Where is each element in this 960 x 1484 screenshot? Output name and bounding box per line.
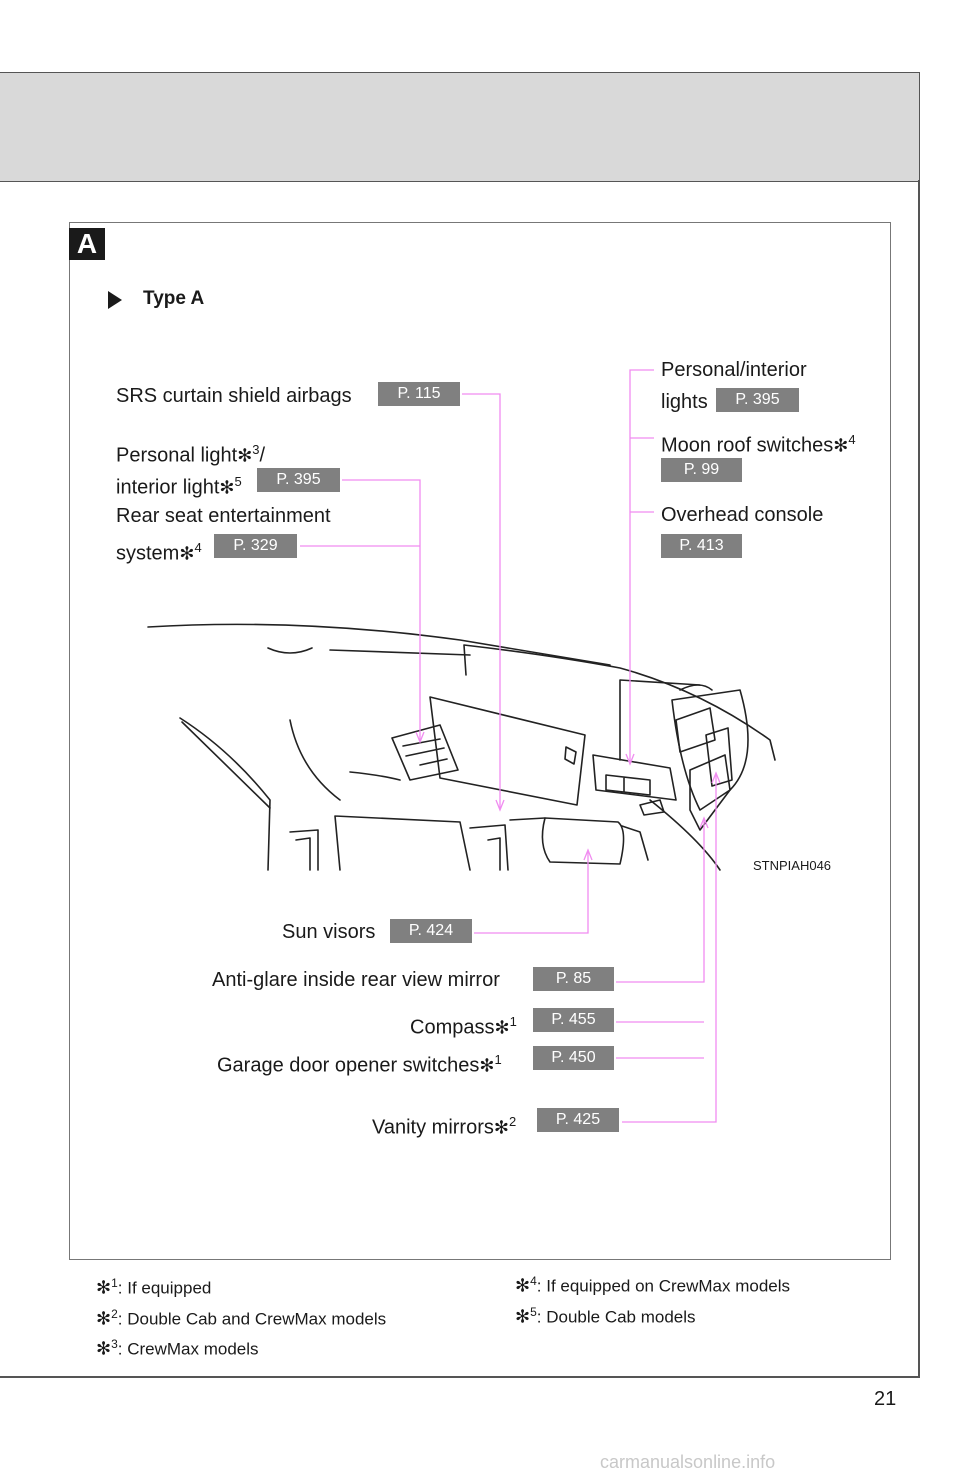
asterisk-icon: ✻ xyxy=(96,1277,112,1298)
asterisk-icon: ✻ xyxy=(96,1308,112,1329)
footnote-3: ✻3: CrewMax models xyxy=(96,1337,259,1359)
anti-glare-mirror-label: Anti-glare inside rear view mirror xyxy=(212,969,500,991)
leader-lines xyxy=(300,369,717,1123)
compass-page-ref[interactable]: P. 455 xyxy=(533,1008,614,1032)
garage-door-label: Garage door opener switches✻1 xyxy=(217,1052,502,1077)
asterisk-icon: ✻ xyxy=(493,1117,509,1138)
overhead-console-page-ref[interactable]: P. 413 xyxy=(661,534,742,558)
asterisk-icon: ✻ xyxy=(833,435,849,456)
personal-interior-page-ref[interactable]: P. 395 xyxy=(716,388,799,412)
rear-seat-label-line2: system✻4 xyxy=(116,540,202,565)
srs-airbags-label: SRS curtain shield airbags xyxy=(116,385,352,407)
asterisk-icon: ✻ xyxy=(96,1338,112,1359)
vanity-mirrors-label: Vanity mirrors✻2 xyxy=(372,1114,517,1139)
asterisk-icon: ✻ xyxy=(515,1275,531,1296)
footnote-1: ✻1: If equipped xyxy=(96,1276,212,1298)
rear-seat-page-ref[interactable]: P. 329 xyxy=(214,534,297,558)
asterisk-icon: ✻ xyxy=(494,1017,510,1038)
footnote-5: ✻5: Double Cab models xyxy=(515,1305,696,1327)
interior-light-label: interior light✻5 xyxy=(116,474,242,499)
page-number: 21 xyxy=(874,1388,897,1410)
leader-arrowheads xyxy=(415,731,721,861)
illustration-panel xyxy=(69,222,891,1260)
header-band xyxy=(0,72,920,182)
personal-interior-label-line2: lights xyxy=(661,391,708,413)
sun-visors-page-ref[interactable]: P. 424 xyxy=(390,919,472,943)
sun-visors-label: Sun visors xyxy=(282,921,376,943)
watermark: carmanualsonline.info xyxy=(600,1452,776,1472)
moon-roof-label: Moon roof switches✻4 xyxy=(661,432,856,457)
footnote-2: ✻2: Double Cab and CrewMax models xyxy=(96,1307,387,1329)
personal-light-label: Personal light✻3/ xyxy=(116,442,266,467)
vanity-mirrors-page-ref[interactable]: P. 425 xyxy=(537,1108,619,1132)
triangle-bullet-icon xyxy=(108,291,122,309)
section-badge: A xyxy=(69,228,105,260)
asterisk-icon: ✻ xyxy=(479,1055,495,1076)
footnote-4: ✻4: If equipped on CrewMax models xyxy=(515,1274,791,1296)
asterisk-icon: ✻ xyxy=(219,477,235,498)
headliner-drawing xyxy=(147,623,776,871)
frame-bottom-rule xyxy=(0,1376,920,1378)
rear-seat-label: Rear seat entertainment xyxy=(116,505,331,527)
compass-label: Compass✻1 xyxy=(410,1014,517,1039)
asterisk-icon: ✻ xyxy=(179,543,195,564)
srs-airbags-page-ref[interactable]: P. 115 xyxy=(378,382,460,406)
moon-roof-page-ref[interactable]: P. 99 xyxy=(661,458,742,482)
anti-glare-mirror-page-ref[interactable]: P. 85 xyxy=(533,967,614,991)
garage-door-page-ref[interactable]: P. 450 xyxy=(533,1046,614,1070)
frame-right-rule xyxy=(918,180,920,1378)
asterisk-icon: ✻ xyxy=(515,1306,531,1327)
personal-interior-label: Personal/interior xyxy=(661,359,807,381)
overhead-console-label: Overhead console xyxy=(661,504,824,526)
illustration-code: STNPIAH046 xyxy=(753,858,832,873)
personal-light-page-ref[interactable]: P. 395 xyxy=(257,468,340,492)
type-heading: Type A xyxy=(143,288,205,309)
asterisk-icon: ✻ xyxy=(237,445,253,466)
